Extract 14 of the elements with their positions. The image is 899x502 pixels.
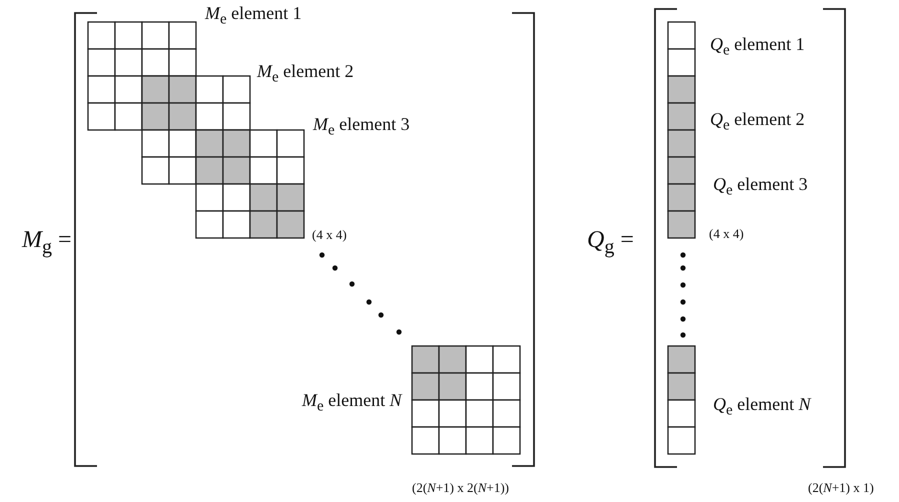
element-label: Q$_{e}$ element 3 (713, 175, 808, 199)
element-label: M$_{e}$ element 3 (313, 115, 410, 139)
size-label: (2(N+1) x 2(N+1)) (412, 481, 510, 494)
element-label: M$_{e}$ element 2 (257, 62, 354, 86)
element-label: Q$_{e}$ element 2 (710, 110, 805, 134)
element-label: Q$_{e}$ element 1 (710, 35, 805, 59)
size-label: (2(N+1) x 1) (808, 481, 874, 494)
element-label: M$_{e}$ element N (302, 391, 402, 415)
size-label: (4 x 4) (709, 227, 744, 240)
element-label: M$_{e}$ element 1 (205, 4, 302, 28)
equation-label: Q$_{g}$ = (587, 228, 634, 257)
element-label: Q$_{e}$ element N (713, 395, 811, 419)
size-label: (4 x 4) (312, 228, 347, 241)
equation-label: M$_{g}$ = (22, 228, 72, 257)
